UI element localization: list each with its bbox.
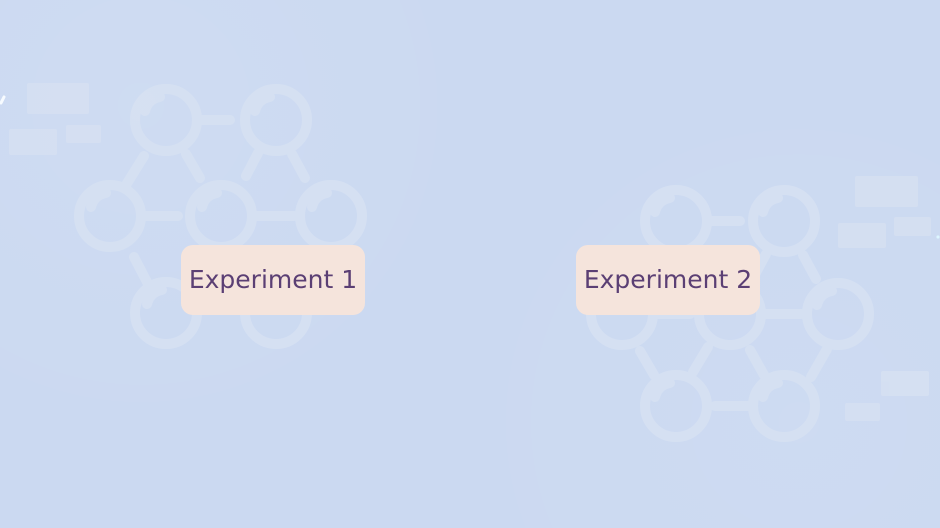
- right-edge-sparkle-icon: [936, 235, 940, 239]
- right-note-blocks-icon: [838, 176, 931, 421]
- experiment-2-button[interactable]: Experiment 2: [576, 245, 760, 315]
- left-note-blocks-icon: [9, 83, 101, 155]
- left-edge-sparkle-icon: [0, 95, 6, 105]
- experiment-1-button[interactable]: Experiment 1: [181, 245, 365, 315]
